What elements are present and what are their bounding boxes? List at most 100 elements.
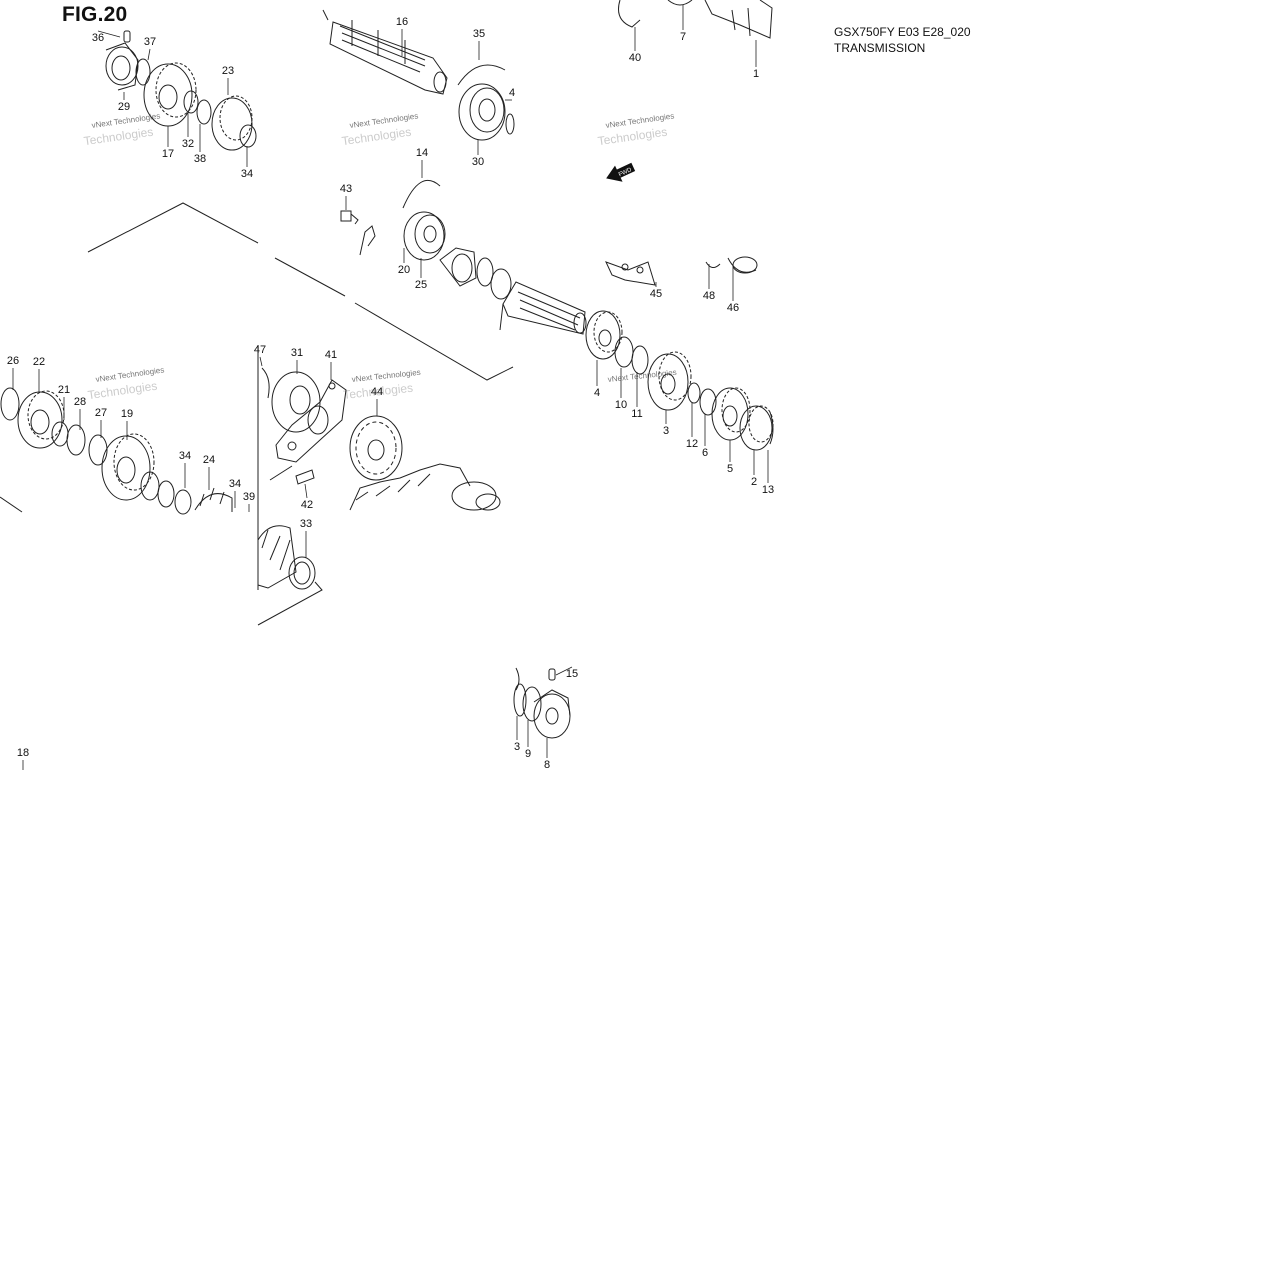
pin-part [123, 30, 131, 43]
part-callout: 2 [751, 450, 757, 488]
part-callout: 15 [555, 666, 578, 680]
callout-number: 22 [33, 356, 45, 368]
callout-number: 41 [325, 349, 337, 361]
part-callout: 23 [222, 65, 234, 95]
callout-number: 30 [472, 156, 484, 168]
callout-number: 34 [179, 450, 191, 462]
callout-number: 9 [525, 748, 531, 760]
part-callout: 24 [203, 454, 215, 490]
part-callout: 38 [194, 124, 206, 165]
part-callout: 3 [663, 410, 669, 437]
callout-number: 12 [686, 438, 698, 450]
callout-number: 13 [762, 484, 774, 496]
callout-number: 45 [650, 288, 662, 300]
part-callout: 31 [291, 347, 303, 374]
figure-title: FIG.20 [62, 3, 128, 26]
callout-number: 37 [144, 36, 156, 48]
part-callout: 47 [254, 344, 266, 367]
forward-arrow-label: FWD [618, 167, 634, 178]
part-callout: 29 [118, 92, 130, 113]
callout-number: 5 [727, 463, 733, 475]
circlip-part [631, 345, 649, 375]
gear-part [101, 433, 155, 501]
dog-collar-part [439, 247, 477, 287]
gear-part [194, 487, 233, 512]
callout-number: 17 [162, 148, 174, 160]
callout-number: 29 [118, 101, 130, 113]
callout-number: 38 [194, 153, 206, 165]
part-callout: 32 [182, 112, 194, 150]
part-callout: 7 [680, 5, 686, 43]
bearing-part [769, 411, 774, 445]
callout-number: 26 [7, 355, 19, 367]
mainshaft [499, 281, 587, 335]
part-callout: 21 [58, 384, 70, 420]
part-callout: 3 [514, 716, 520, 753]
part-callout: 17 [162, 126, 174, 160]
callout-number: 19 [121, 408, 133, 420]
callout-number: 25 [415, 279, 427, 291]
callout-number: 6 [702, 447, 708, 459]
bearing-part [458, 83, 515, 141]
cam-part [533, 689, 571, 739]
gear-part [211, 95, 253, 151]
part-callout: 26 [7, 355, 19, 390]
callout-number: 4 [509, 87, 515, 99]
washer-part [135, 58, 151, 86]
bolt-part [340, 210, 359, 225]
callout-number: 11 [631, 408, 642, 420]
circlip-part [515, 667, 520, 691]
washer-part [157, 480, 175, 508]
leader-line [555, 666, 573, 676]
gear-part [647, 351, 692, 411]
lever-part [359, 225, 376, 256]
callout-number: 43 [340, 183, 352, 195]
washer-part [490, 268, 512, 300]
part-callout: 12 [686, 402, 698, 450]
panel-boundaries [0, 9, 514, 626]
part-callout: 41 [325, 349, 337, 380]
washer-part [687, 382, 701, 404]
callout-number: 46 [727, 302, 739, 314]
callout-number: 4 [594, 387, 600, 399]
callout-number: 14 [416, 147, 428, 159]
callout-number: 21 [58, 384, 70, 396]
callout-number: 20 [398, 264, 410, 276]
part-callout: 36 [92, 30, 121, 44]
part-callout: 6 [702, 414, 708, 459]
part-callout: 44 [371, 386, 383, 416]
part-callout: 30 [472, 140, 484, 168]
circlip-part [513, 683, 527, 717]
part-callout: 46 [727, 265, 739, 314]
callout-number: 47 [254, 344, 266, 356]
part-callout: 40 [629, 27, 641, 64]
part-callout: 35 [473, 28, 485, 60]
part-callout: 34 [241, 146, 253, 180]
part-callout: 25 [415, 258, 427, 291]
part-callout: 28 [74, 396, 86, 430]
callout-number: 35 [473, 28, 485, 40]
sprocket-part [349, 415, 403, 481]
part-callout: 11 [631, 372, 643, 420]
callout-number: 15 [566, 668, 578, 680]
callout-number: 31 [291, 347, 303, 359]
washer-part [66, 424, 86, 456]
part-callout: 4 [594, 360, 600, 399]
leader-line [97, 30, 121, 38]
leader-line [259, 356, 263, 367]
callout-number: 27 [95, 407, 107, 419]
forward-arrow-icon: FWD [606, 162, 636, 182]
bolt-part [295, 469, 315, 485]
part-callout: 34 [179, 450, 191, 488]
part-callout: 34 [229, 478, 241, 508]
callout-number: 28 [74, 396, 86, 408]
half-ring-part [457, 64, 506, 86]
driveshaft-end [704, 0, 773, 39]
countershaft [329, 20, 448, 95]
pin-part [548, 668, 556, 681]
callout-number: 23 [222, 65, 234, 77]
callout-number: 44 [371, 386, 383, 398]
part-callout: 10 [615, 368, 627, 411]
